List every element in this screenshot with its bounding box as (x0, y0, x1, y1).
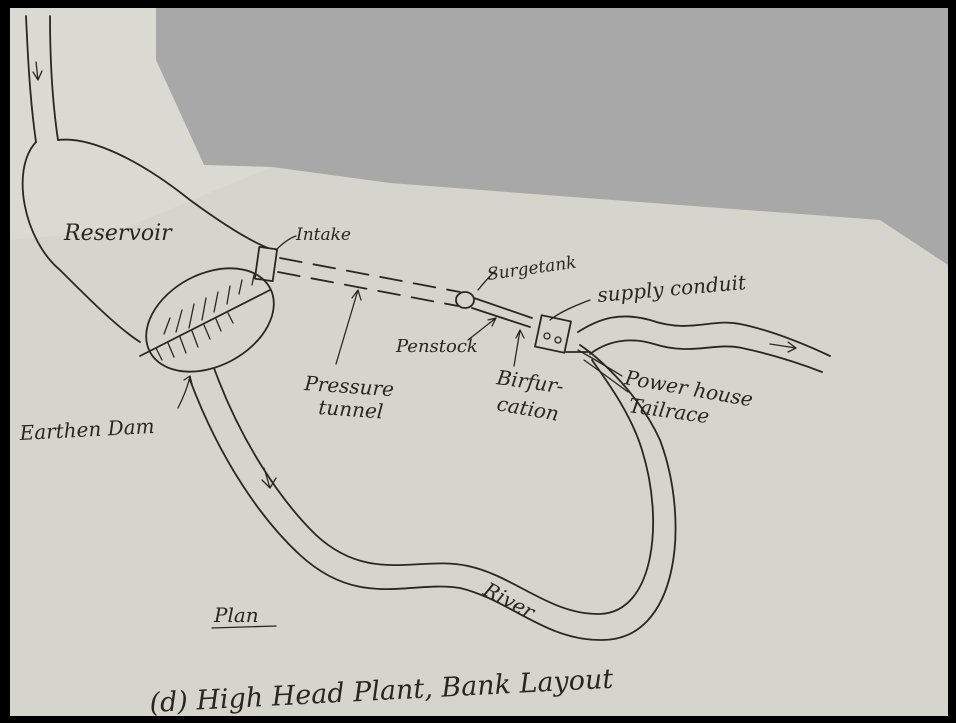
label-intake: Intake (295, 225, 351, 245)
label-pressure-tunnel-line2: tunnel (318, 395, 384, 423)
label-reservoir: Reservoir (63, 221, 173, 246)
label-plan: Plan (213, 603, 259, 627)
label-penstock: Penstock (395, 336, 478, 357)
